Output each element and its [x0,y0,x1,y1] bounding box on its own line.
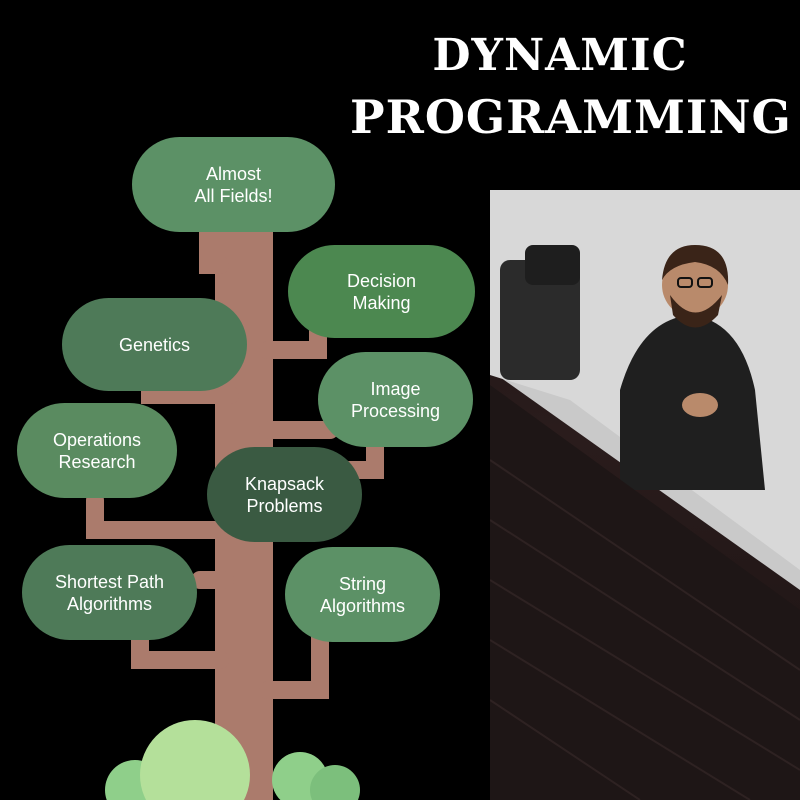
leaf-genetics: Genetics [62,298,247,391]
leaf-string-line1: String [338,573,387,594]
leaf-decision-line1: Decision [346,270,417,291]
leaf-decision-line2: Making [352,292,411,313]
bushes [105,720,360,800]
bush-far-right [310,765,360,800]
leaf-almost-line2: All Fields! [194,185,273,206]
leaf-image-line2: Processing [350,400,441,421]
leaf-operations-line1: Operations [52,429,142,450]
leaf-image-line1: Image [370,378,421,399]
presenter-photo [490,190,800,800]
presenter-photo-icon [490,190,800,800]
leaf-almost-line1: Almost [205,163,261,184]
leaf-knapsack-line1: Knapsack [244,473,325,494]
leaf-shortest-line2: Algorithms [66,593,152,614]
leaf-shortest-line1: Shortest Path [54,571,165,592]
leaf-genetics-line1: Genetics [118,334,191,355]
leaf-string-line2: Algorithms [319,595,406,616]
bush-center [140,720,250,800]
title-line-2: PROGRAMMING [350,90,792,144]
laptop-keyboard [490,385,800,800]
title-line-1: DYNAMIC [432,30,688,81]
leaf-knapsack-line2: Problems [246,495,323,516]
presenter-figure [620,245,765,490]
chair-shape [500,260,580,380]
leaf-operations-line2: Research [58,451,136,472]
tree-branches [86,221,384,699]
